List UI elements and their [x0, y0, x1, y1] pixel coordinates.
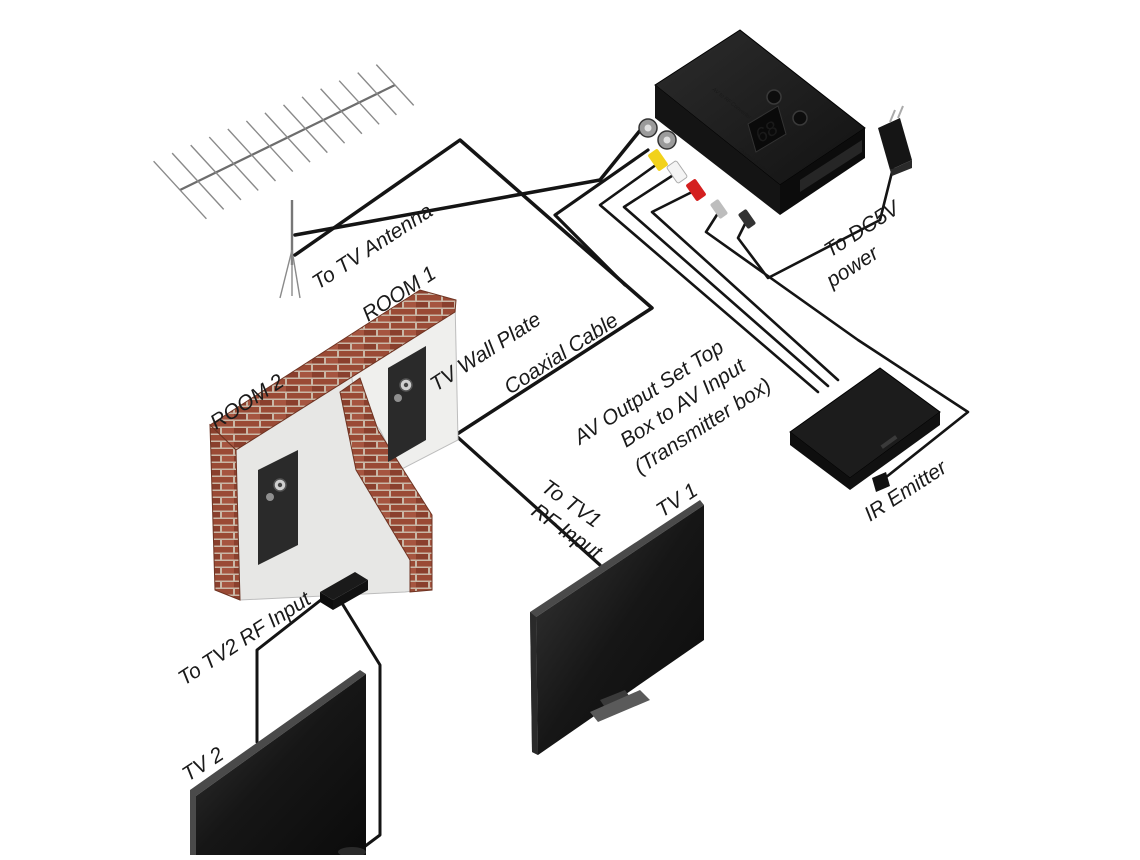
antenna-to-modulator-cable — [293, 126, 644, 237]
set-top-box — [789, 367, 941, 490]
antenna-element — [171, 152, 225, 210]
dc5v-power-cable — [736, 158, 897, 280]
antenna-element — [320, 88, 363, 135]
antenna-element — [227, 128, 277, 182]
antenna-element — [282, 104, 328, 154]
tv-wall-plate-room-1 — [388, 346, 426, 462]
antenna-element — [301, 96, 346, 144]
modulator-rf-out-cable — [553, 148, 650, 287]
antenna-element — [264, 112, 311, 163]
tv-1 — [530, 500, 704, 755]
antenna-element — [190, 144, 242, 201]
antenna-element — [338, 80, 380, 125]
antenna-element — [357, 72, 397, 116]
tv-wall-plate-room-2 — [258, 450, 298, 565]
antenna-element — [375, 64, 415, 106]
ir-emitter — [872, 472, 890, 492]
av-input-cables — [598, 160, 840, 394]
wall-room-divider — [209, 289, 459, 601]
tv-antenna — [153, 64, 415, 299]
av-to-rf-modulator: 68 AV to RF Converter Channel Display — [638, 29, 866, 229]
rf-balun — [320, 572, 368, 610]
antenna-element — [245, 120, 294, 173]
label-to-tv2-rf-input: To TV2 RF Input — [174, 587, 316, 690]
antenna-element — [208, 136, 259, 191]
ir-emitter-cable — [704, 208, 970, 480]
dc5v-power-adapter — [878, 105, 912, 176]
antenna-element — [153, 160, 207, 220]
